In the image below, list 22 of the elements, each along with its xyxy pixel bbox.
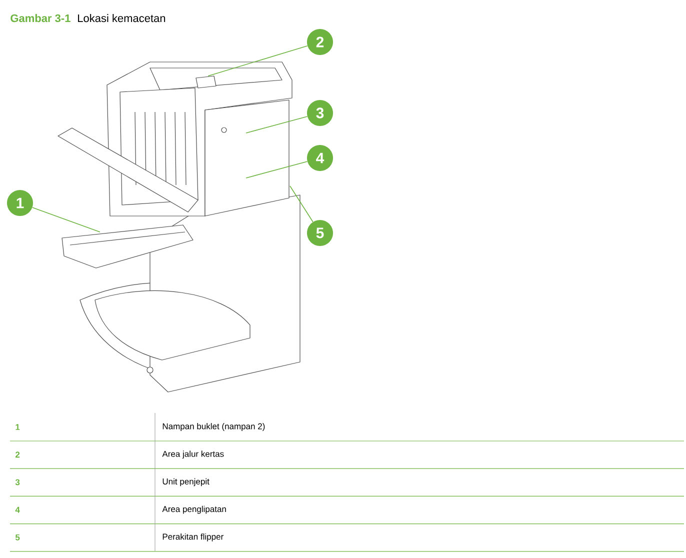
leader-line	[246, 116, 308, 134]
item-number: 2	[16, 452, 20, 458]
leader-line	[246, 161, 308, 178]
leader-line	[290, 186, 314, 222]
item-description: Area jalur kertas	[162, 450, 224, 459]
item-number: 4	[15, 506, 20, 513]
callout-number: 2	[307, 29, 333, 55]
item-number: 3	[15, 479, 20, 486]
item-description: Nampan buklet (nampan 2)	[162, 423, 265, 431]
figure-title: Gambar 3-1	[10, 14, 70, 22]
item-description: Perakitan flipper	[162, 533, 224, 542]
callout-number: 5	[307, 220, 333, 246]
callout-number: 1	[7, 190, 33, 216]
leader-line	[208, 45, 308, 76]
leader-line	[32, 207, 100, 232]
item-number: 1	[16, 424, 20, 430]
figure-caption: Lokasi kemacetan	[78, 14, 166, 22]
item-number: 5	[15, 534, 20, 540]
callout-number: 3	[307, 100, 333, 126]
item-description: Unit penjepit	[162, 478, 210, 486]
callout-number: 4	[307, 145, 333, 171]
item-description: Area penglipatan	[162, 506, 226, 514]
